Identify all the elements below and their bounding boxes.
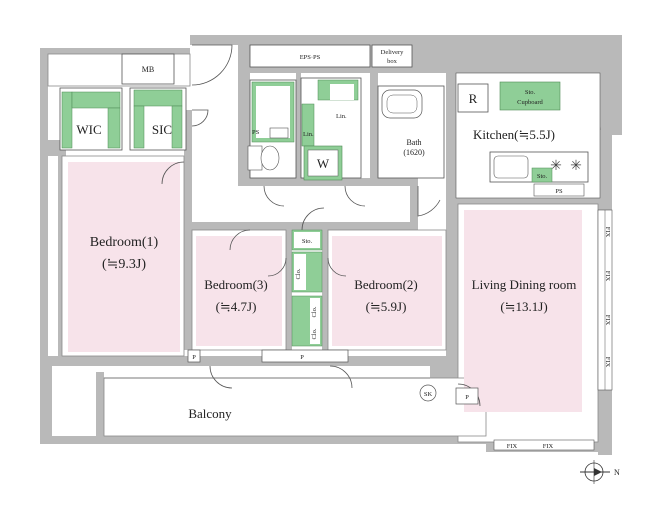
cooktop-icon: ✳ (550, 159, 562, 174)
ldr-name: Living Dining room (472, 277, 577, 292)
wic-label: WIC (76, 122, 101, 137)
clo-3-label: Clo. (311, 328, 318, 339)
kitchen: R Sto. Cupboard Kitchen(≒5.5J) ✳ ✳ Sto. … (455, 72, 601, 199)
bedroom3-area (196, 236, 282, 346)
cooktop-icon: ✳ (570, 159, 582, 174)
laundry-area: Lin. Lin. W (300, 77, 362, 181)
sic-closet: SIC (129, 87, 187, 151)
eps-ps-label: EPS·PS (300, 54, 321, 61)
fix-label-6: FIX (543, 443, 554, 450)
fix-windows-right: FIX FIX FIX FIX (597, 209, 613, 391)
bedroom2-size: (≒5.9J) (366, 299, 407, 314)
ps-toilet-label: PS (252, 129, 260, 136)
sto-cupboard-label-1: Sto. (525, 89, 536, 96)
bedroom3-size: (≒4.7J) (216, 299, 257, 314)
bathroom: Bath (1620) (377, 85, 445, 179)
fix-label-5: FIX (507, 443, 518, 450)
fix-label-3: FIX (604, 315, 611, 326)
delivery-box-label-1: Delivery (381, 49, 404, 56)
compass-icon: N (580, 460, 620, 484)
mb-label: MB (142, 65, 154, 74)
bedroom1-size: (≒9.3J) (102, 257, 146, 272)
living-dining-area (464, 210, 582, 412)
door-swings (161, 44, 601, 407)
sk-circle (419, 384, 437, 402)
w-label: W (317, 156, 330, 171)
delivery-box-label-2: box (387, 58, 398, 65)
compass-n-label: N (614, 468, 620, 477)
clo-1-label: Clo. (295, 268, 302, 279)
bedroom2-name: Bedroom(2) (354, 277, 418, 292)
wic-closet: WIC (59, 87, 123, 151)
lin-side-label: Lin. (303, 131, 314, 138)
fix-label-2: FIX (604, 271, 611, 282)
bedroom3-name: Bedroom(3) (204, 277, 268, 292)
bedroom1-name: Bedroom(1) (90, 235, 159, 250)
hall-storage: Sto. (291, 229, 323, 251)
sto-kitchen-label: Sto. (537, 173, 548, 180)
fix-windows-bottom: FIX FIX (493, 439, 595, 451)
bedroom2-area (332, 236, 442, 346)
p-marker-3: P (465, 394, 469, 401)
closets: Clo. Clo. Clo. (291, 251, 323, 347)
room-fills (68, 162, 582, 412)
bath-label: Bath (406, 138, 421, 147)
bedroom1-area (68, 162, 180, 352)
refrigerator-label: R (469, 91, 478, 106)
kitchen-label: Kitchen(≒5.5J) (473, 127, 555, 142)
sto-hall-label: Sto. (302, 238, 313, 245)
p-marker-1: P (192, 354, 196, 361)
toilet-room: PS (247, 79, 297, 179)
sic-label: SIC (152, 122, 172, 137)
sto-cupboard-label-2: Cupboard (517, 99, 543, 106)
lin-top-label: Lin. (336, 113, 347, 120)
sk-label: SK (424, 391, 433, 398)
fix-label-4: FIX (604, 357, 611, 368)
p-marker-2: P (300, 354, 304, 361)
balcony-label: Balcony (188, 406, 232, 421)
fix-label-1: FIX (604, 227, 611, 238)
clo-2-label: Clo. (311, 306, 318, 317)
ldr-size: (≒13.1J) (500, 299, 547, 314)
bath-size-label: (1620) (403, 148, 425, 157)
ps-kitchen-label: PS (555, 188, 563, 195)
